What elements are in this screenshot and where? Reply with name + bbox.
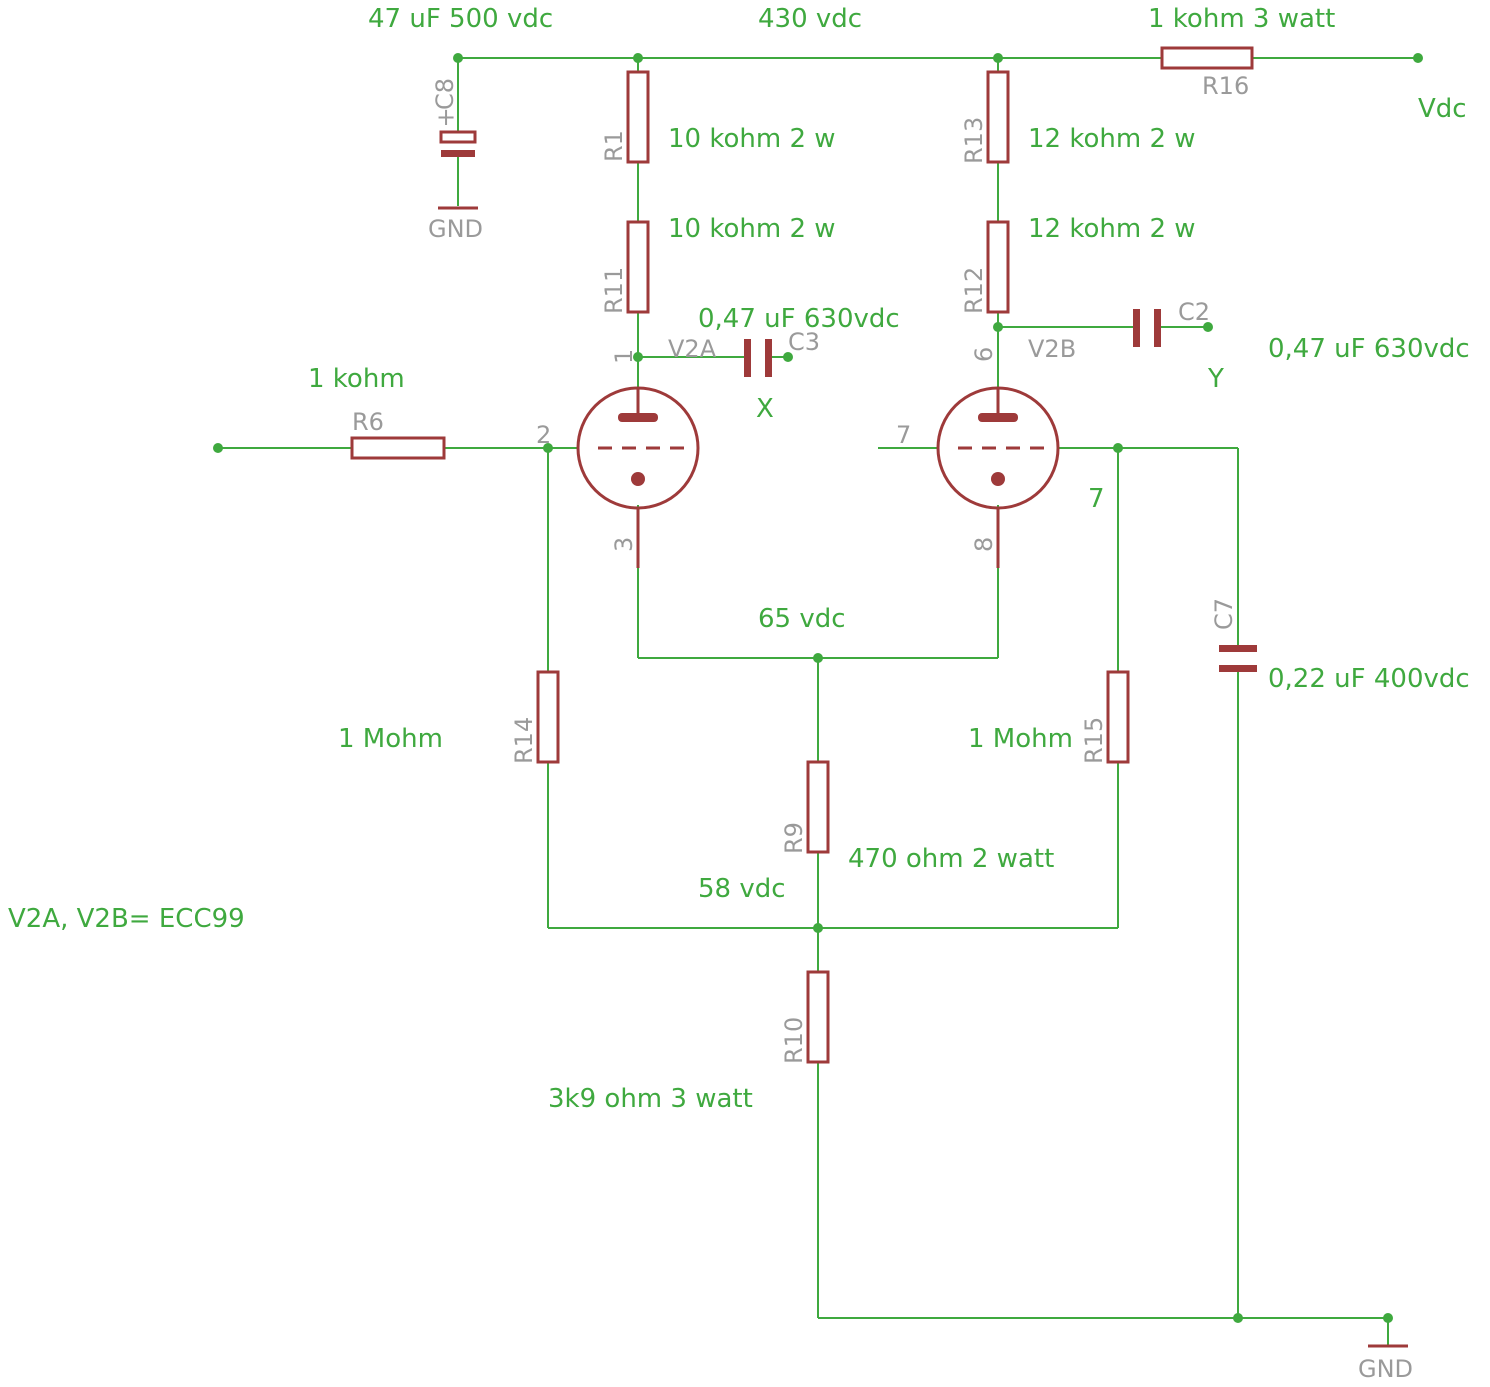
pin7-note-label: 7 [1088,484,1105,514]
junction-grid-left [543,443,553,453]
c2-label: C2 [1178,298,1210,326]
r12-label: R12 [960,267,988,314]
pin8-label: 8 [970,537,998,552]
v2a-label: V2A [668,335,717,363]
c2-value-label: 0,47 uF 630vdc [1268,334,1470,364]
pin7-label: 7 [896,421,911,449]
c8-plate-bottom [441,150,475,157]
r10-body [806,970,830,1064]
c8-label: C8 [431,78,459,110]
junction-x [783,352,793,362]
c3-value-label: 0,47 uF 630vdc [698,304,900,334]
node-y-label: Y [1207,364,1224,394]
junction-gnd [1383,1313,1393,1323]
r15-body [1106,670,1130,764]
value-labels: 47 uF 500 vdc 430 vdc 1 kohm 3 watt Vdc … [8,4,1470,1114]
c2-plate-right [1154,309,1161,347]
junction-bias [813,923,823,933]
r11-label: R11 [600,267,628,314]
r14-body [536,670,560,764]
c7-plate-top [1219,645,1257,652]
r13-label: R13 [960,117,988,164]
pin3-label: 3 [610,537,638,552]
node-x-label: X [756,394,774,424]
r9-body [806,760,830,854]
cathode-voltage-label: 65 vdc [758,604,846,634]
tube-v2b [936,386,1060,568]
r10-label: R10 [780,1017,808,1064]
c8-plate-top [439,130,477,144]
r1-body [626,70,650,164]
r16-label: R16 [1202,72,1249,100]
gnd-bottom-label: GND [1358,1355,1413,1383]
c8-value-label: 47 uF 500 vdc [368,4,553,34]
c7-value-label: 0,22 uF 400vdc [1268,664,1470,694]
r13-body [986,70,1010,164]
v2b-label: V2B [1028,335,1076,363]
junctions [213,53,1423,1323]
r1-label: R1 [600,130,628,162]
tube-type-label: V2A, V2B= ECC99 [8,904,245,934]
c3-plate-left [744,339,751,377]
junction-anode-left [633,352,643,362]
node-58-label: 58 vdc [698,874,786,904]
r12-value-label: 12 kohm 2 w [1028,214,1196,244]
r16-value-label: 1 kohm 3 watt [1148,4,1335,34]
junction-vdc [1413,53,1423,63]
r10-value-label: 3k9 ohm 3 watt [548,1084,753,1114]
r1-value-label: 10 kohm 2 w [668,124,836,154]
r11-value-label: 10 kohm 2 w [668,214,836,244]
c2-plate-left [1133,309,1140,347]
tube-v2a [576,386,700,568]
junction-y [1203,322,1213,332]
r14-value-label: 1 Mohm [338,724,443,754]
pin2-label: 2 [536,421,551,449]
r15-value-label: 1 Mohm [968,724,1073,754]
r12-body [986,220,1010,314]
tube-v2b-anode [978,413,1018,422]
tube-v2a-cathode [631,472,645,486]
junction-cathode [813,653,823,663]
c3-label: C3 [788,328,820,356]
c3-plate-right [765,339,772,377]
r16-body [1160,46,1254,70]
components [350,46,1408,1348]
designator-labels: GND GND R16 R6 C3 C2 V2A V2B 2 7 + C8 R1… [352,72,1413,1383]
c7-plate-bottom [1219,665,1257,672]
r6-label: R6 [352,408,384,436]
r13-value-label: 12 kohm 2 w [1028,124,1196,154]
r9-value-label: 470 ohm 2 watt [848,844,1054,874]
junction-anode-right [993,322,1003,332]
junction-grid-right [1113,443,1123,453]
junction-c7-gnd [1233,1313,1243,1323]
tube-v2b-cathode [991,472,1005,486]
c7-label: C7 [1210,598,1238,630]
r9-label: R9 [780,822,808,854]
pin1-label: 1 [610,349,638,364]
tube-v2a-anode [618,413,658,422]
junction-r13-rail [993,53,1003,63]
c8-plus-label: + [436,103,456,131]
pin6-label: 6 [970,347,998,362]
supply-voltage-label: 430 vdc [758,4,862,34]
junction-c8-rail [453,53,463,63]
junction-input [213,443,223,453]
wires [218,57,1418,1346]
r6-body [350,436,446,460]
r14-label: R14 [510,717,538,764]
junction-r1-rail [633,53,643,63]
vdc-label: Vdc [1418,94,1467,124]
r6-value-label: 1 kohm [308,364,405,394]
r11-body [626,220,650,314]
gnd-top-label: GND [428,215,483,243]
r15-label: R15 [1080,717,1108,764]
